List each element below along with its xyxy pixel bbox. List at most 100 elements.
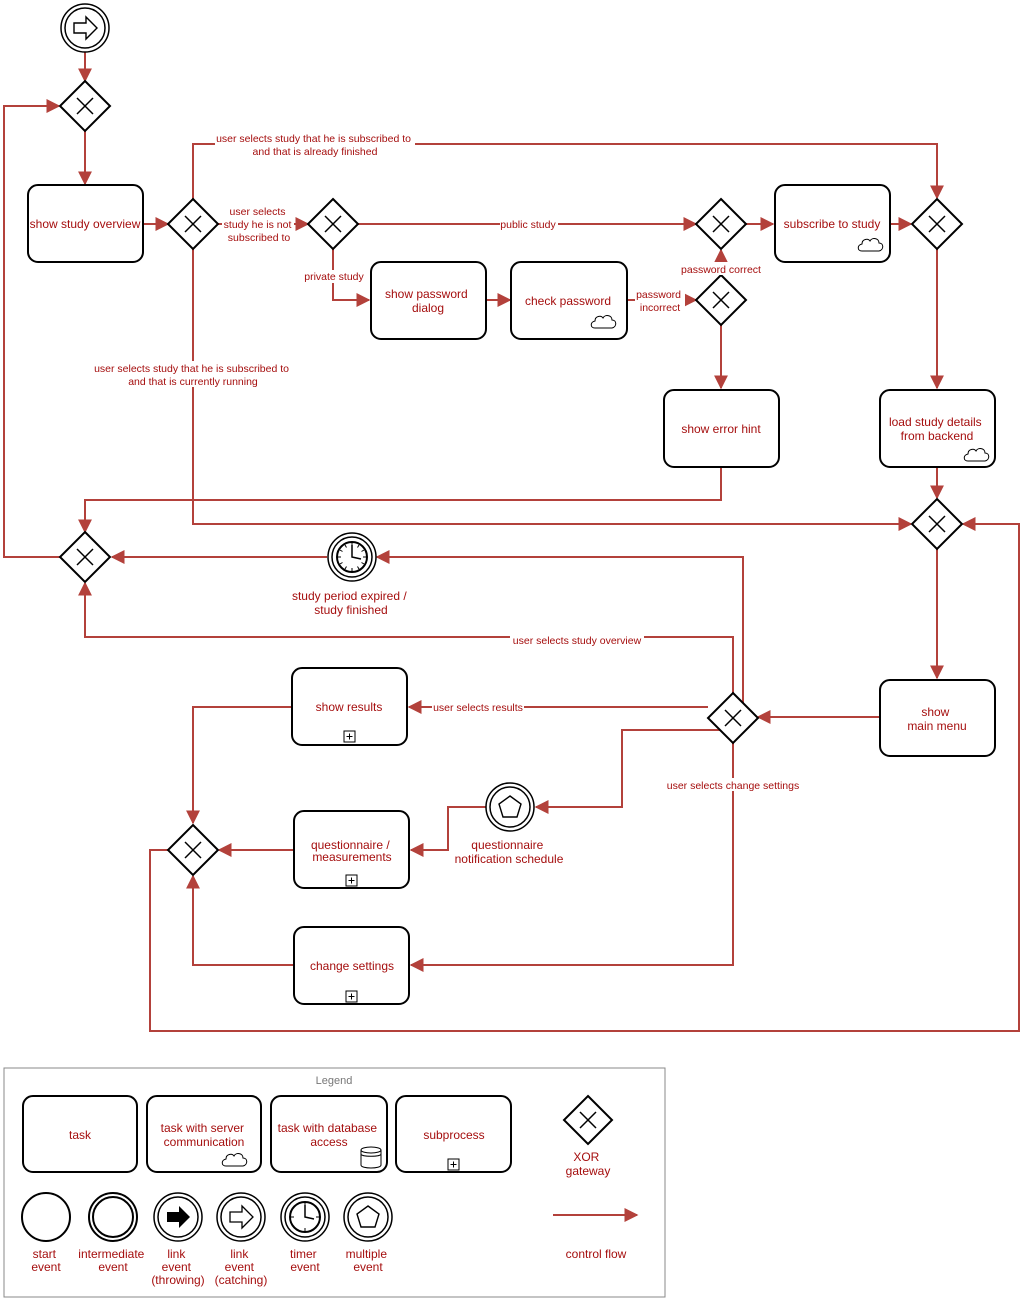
arrow-right-filled-icon [167,1206,190,1228]
flow-gw2-subscribed-finished [192,143,944,200]
task-show-error-hint: show error hint [663,389,780,468]
flow-label-select-results: user selects results [432,701,524,714]
flow-label-subscribed-running: user selects study that he is subscribed… [94,361,292,388]
svg-text:user selects study that he is: user selects study that he is subscribed… [216,133,414,158]
flow-label-not-subscribed: user selects study he is not subscribed … [222,205,294,244]
legend: Legend task task with server communicati… [3,1067,666,1298]
svg-text:link event (th: link event (throwing) [151,1247,204,1287]
pentagon-icon [356,1205,380,1228]
flow-label-subscribed-finished: user selects study that he is subscribed… [215,131,415,158]
xor-gateway-10 [166,823,220,877]
legend-subprocess: subprocess [395,1095,512,1173]
timer-event-label: study period expired / study finished [292,589,410,617]
svg-text:show main menu: show main menu [907,705,966,733]
x-icon [712,215,730,233]
flow-gw2-subscribed-running [192,249,913,531]
arrow-right-icon [73,15,98,41]
legend-control-flow: control flow [553,1208,639,1261]
flow-gw9-to-notification [534,729,720,814]
xor-gateway-5 [694,273,748,327]
svg-text:show results: show results [316,700,383,714]
subprocess-questionnaire: questionnaire / measurements [293,810,410,889]
x-icon [928,215,946,233]
xor-gateway-3 [306,197,360,251]
legend-intermediate-event: intermediate event [78,1192,147,1274]
flow-label-select-overview: user selects study overview [510,632,644,647]
xor-gateway-2 [166,197,220,251]
svg-text:change settings: change settings [310,959,394,973]
svg-text:start event: start event [31,1247,61,1274]
legend-task-server: task with server communication [146,1095,262,1173]
svg-text:user selects study overview: user selects study overview [513,635,642,647]
timer-event [327,532,377,582]
xor-gateway-9 [706,691,760,745]
x-icon [184,841,202,859]
svg-text:user selects results: user selects results [433,702,523,714]
xor-gateway-7 [58,530,112,584]
task-show-password-dialog: show password dialog [370,261,487,340]
subprocess-show-results: show results [291,667,408,746]
multiple-event [485,782,535,832]
svg-text:user selects change settings: user selects change settings [667,780,800,792]
xor-gateway-4 [694,197,748,251]
svg-text:task: task [69,1128,92,1142]
x-icon [184,215,202,233]
flow-gw10-to-gw8 [149,517,1020,1032]
xor-gateway-1 [58,79,112,133]
svg-text:private study: private study [304,271,364,283]
link-catching-start-event [60,3,110,53]
task-check-password: check password [510,261,628,340]
x-icon [76,548,94,566]
flow-label-public-study: public study [500,217,558,231]
legend-link-catching: link event (catching) [215,1192,268,1287]
svg-text:subprocess: subprocess [423,1128,484,1142]
flow-gw3-private [332,249,371,307]
flow-label-change-settings: user selects change settings [665,778,801,792]
svg-text:task with server commu: task with server communication [161,1121,248,1149]
svg-text:check password: check password [525,294,611,308]
legend-task: task [22,1095,138,1173]
svg-text:intermediate event: intermediate event [78,1247,147,1274]
notification-event-label: questionnaire notification schedule [455,838,564,866]
cloud-icon [221,1153,248,1167]
svg-text:questionnaire / measurem: questionnaire / measurements [311,838,393,864]
x-icon [76,97,94,115]
cloud-icon [857,238,884,252]
flow-settings-to-gw10 [186,874,293,966]
pentagon-icon [498,795,522,818]
svg-text:task with database acc: task with database access [278,1121,381,1149]
task-subscribe-to-study: subscribe to study [774,184,891,263]
flow-error-to-gw7 [78,466,722,534]
legend-link-throwing: link event (throwing) [151,1192,205,1287]
svg-text:subscribe to study: subscribe to study [784,217,881,231]
x-icon [712,291,730,309]
xor-gateway-8 [910,497,964,551]
svg-text:XOR gateway: XOR gateway [566,1150,611,1178]
svg-text:control flow: control flow [566,1247,627,1261]
flow-gw9-to-timer [375,550,744,708]
cloud-icon [590,315,617,329]
legend-title: Legend [316,1075,353,1087]
legend-xor-gateway: XOR gateway [562,1094,614,1178]
svg-text:public study: public study [500,219,556,231]
svg-text:timer event: timer event [290,1247,320,1274]
svg-text:link event (ca: link event (catching) [215,1247,268,1287]
flow-gw9-study-overview [78,581,734,693]
task-load-study-details: load study details from backend [879,389,996,468]
flow-label-password-incorrect: password incorrect [635,288,685,314]
subprocess-change-settings: change settings [293,926,410,1005]
x-icon [928,515,946,533]
cloud-icon [963,448,990,462]
sequence-flows [3,52,1020,1032]
task-show-study-overview: show study overview [27,184,144,263]
legend-timer-event: timer event [280,1192,330,1274]
legend-multiple-event: multiple event [343,1192,393,1274]
flow-results-to-gw10 [186,706,291,825]
arrow-right-icon [229,1204,254,1230]
flow-label-password-correct: password correct [680,262,763,276]
legend-start-event: start event [21,1192,71,1274]
svg-text:multiple event: multiple event [346,1247,391,1274]
svg-text:password incorrect: password incorrect [636,289,684,314]
svg-text:user selects study that he is: user selects study that he is subscribed… [94,363,292,388]
svg-text:password correct: password correct [681,264,761,276]
